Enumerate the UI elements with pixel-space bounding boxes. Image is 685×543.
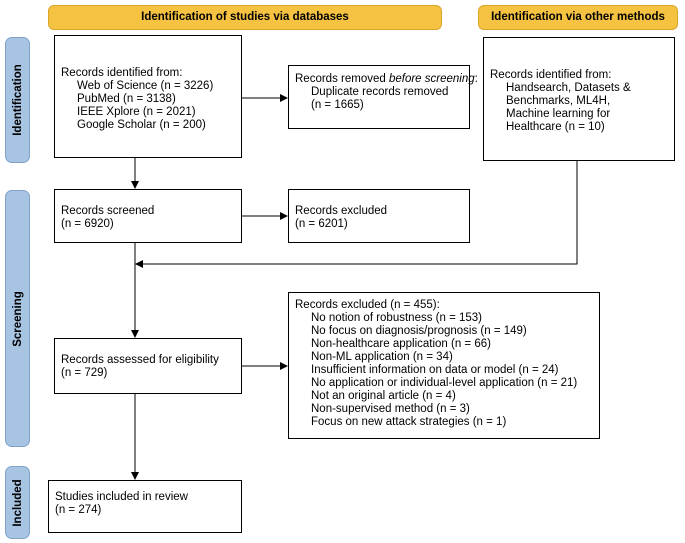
records-removed-box: Records removed before screening: Duplic… <box>288 65 478 129</box>
removed-line: (n = 1665) <box>311 99 364 111</box>
eligibility-count: (n = 729) <box>61 367 108 379</box>
exclusion-reason: Non-healthcare application (n = 66) <box>311 338 491 350</box>
connector-other-to-screening <box>135 161 578 268</box>
box-title: Records identified from: <box>490 69 612 81</box>
records-excluded-reasons-box: Records excluded (n = 455): No notion of… <box>288 292 600 439</box>
source-line: Google Scholar (n = 200) <box>77 119 206 131</box>
source-line: IEEE Xplore (n = 2021) <box>77 106 196 118</box>
source-line: Web of Science (n = 3226) <box>77 80 214 92</box>
header-other-methods: Identification via other methods <box>478 5 678 30</box>
exclusion-reason: Non-ML application (n = 34) <box>311 351 453 363</box>
excluded-count: (n = 6201) <box>295 218 348 230</box>
exclusion-reason: Insufficient information on data or mode… <box>311 364 559 376</box>
studies-included-box: Studies included in review (n = 274) <box>48 480 242 533</box>
included-label: Studies included in review <box>55 491 188 503</box>
excluded-label: Records excluded <box>295 205 388 217</box>
stage-screening: Screening <box>5 190 30 447</box>
records-identified-other-box: Records identified from: Handsearch, Dat… <box>483 37 675 161</box>
screened-label: Records screened <box>61 205 155 217</box>
box-title: Records excluded (n = 455): <box>295 299 440 311</box>
box-title: Records removed before screening: <box>295 73 478 85</box>
stage-identification: Identification <box>5 37 30 163</box>
other-line: Benchmarks, ML4H, <box>506 95 611 107</box>
exclusion-reason: Not an original article (n = 4) <box>311 390 456 402</box>
removed-line: Duplicate records removed <box>311 86 449 98</box>
screened-count: (n = 6920) <box>61 218 114 230</box>
records-screened-box: Records screened (n = 6920) <box>54 189 242 243</box>
other-line: Healthcare (n = 10) <box>506 121 605 133</box>
records-identified-databases-box: Records identified from: Web of Science … <box>54 35 242 158</box>
exclusion-reason: Focus on new attack strategies (n = 1) <box>311 416 507 428</box>
box-title: Records identified from: <box>61 67 183 79</box>
exclusion-reason: No focus on diagnosis/prognosis (n = 149… <box>311 325 527 337</box>
records-excluded-box: Records excluded (n = 6201) <box>288 189 470 243</box>
exclusion-reason: No notion of robustness (n = 153) <box>311 312 483 324</box>
included-count: (n = 274) <box>55 504 102 516</box>
source-line: PubMed (n = 3138) <box>77 93 176 105</box>
other-line: Handsearch, Datasets & <box>506 82 631 94</box>
stage-included: Included <box>5 466 30 539</box>
other-line: Machine learning for <box>506 108 611 120</box>
exclusion-reason: Non-supervised method (n = 3) <box>311 403 470 415</box>
header-databases: Identification of studies via databases <box>48 5 442 30</box>
eligibility-label: Records assessed for eligibility <box>61 354 219 366</box>
records-eligibility-box: Records assessed for eligibility (n = 72… <box>54 338 242 394</box>
exclusion-reason: No application or individual-level appli… <box>311 377 578 389</box>
